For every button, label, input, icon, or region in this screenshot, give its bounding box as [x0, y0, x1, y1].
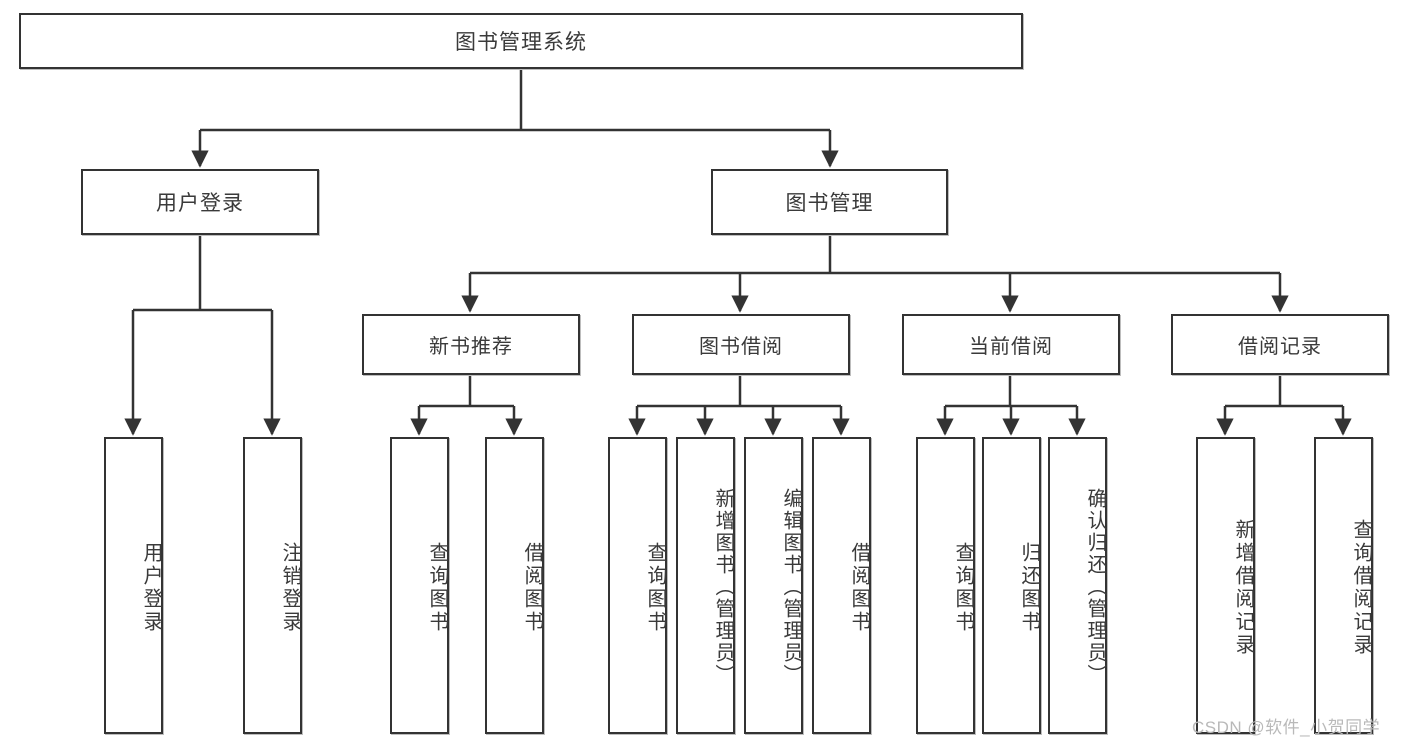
node-level1-用户登录-label: 用户登录 [156, 192, 244, 215]
node-level2-图书借阅[interactable]: 图书借阅 [632, 314, 850, 375]
node-leaf-3-label: 借阅图书 [521, 541, 543, 634]
node-leaf-7[interactable]: 借阅图书 [812, 437, 871, 734]
node-leaf-10-label: 确认归还（管理员） [1084, 487, 1106, 686]
node-level2-借阅记录-label: 借阅记录 [1238, 336, 1322, 358]
node-leaf-1-label: 注销登录 [279, 541, 301, 634]
node-level1-图书管理-label: 图书管理 [785, 192, 874, 215]
node-level2-新书推荐[interactable]: 新书推荐 [362, 314, 580, 375]
node-leaf-0[interactable]: 用户登录 [104, 437, 163, 734]
node-leaf-7-label: 借阅图书 [848, 541, 870, 634]
node-level2-当前借阅-label: 当前借阅 [969, 336, 1053, 358]
node-leaf-2-label: 查询图书 [426, 541, 448, 634]
node-leaf-11[interactable]: 新增借阅记录 [1196, 437, 1255, 734]
node-leaf-2[interactable]: 查询图书 [390, 437, 449, 734]
node-leaf-9-label: 归还图书 [1018, 541, 1040, 634]
node-root[interactable]: 图书管理系统 [19, 13, 1023, 69]
node-leaf-5[interactable]: 新增图书（管理员） [676, 437, 735, 734]
node-leaf-5-label: 新增图书（管理员） [712, 487, 734, 686]
node-level2-图书借阅-label: 图书借阅 [699, 336, 783, 358]
node-level2-当前借阅[interactable]: 当前借阅 [902, 314, 1120, 375]
node-level2-借阅记录[interactable]: 借阅记录 [1171, 314, 1389, 375]
node-level1-用户登录[interactable]: 用户登录 [81, 169, 319, 235]
node-level2-新书推荐-label: 新书推荐 [429, 336, 513, 358]
node-leaf-4[interactable]: 查询图书 [608, 437, 667, 734]
node-leaf-1[interactable]: 注销登录 [243, 437, 302, 734]
node-leaf-8-label: 查询图书 [952, 541, 974, 634]
node-leaf-10[interactable]: 确认归还（管理员） [1048, 437, 1107, 734]
node-leaf-12[interactable]: 查询借阅记录 [1314, 437, 1373, 734]
node-level1-图书管理[interactable]: 图书管理 [711, 169, 948, 235]
node-leaf-6-label: 编辑图书（管理员） [780, 487, 802, 686]
node-leaf-9[interactable]: 归还图书 [982, 437, 1041, 734]
node-leaf-0-label: 用户登录 [140, 541, 162, 634]
node-leaf-8[interactable]: 查询图书 [916, 437, 975, 734]
node-root-label: 图书管理系统 [455, 31, 587, 54]
node-leaf-3[interactable]: 借阅图书 [485, 437, 544, 734]
node-leaf-11-label: 新增借阅记录 [1232, 518, 1254, 657]
node-leaf-12-label: 查询借阅记录 [1350, 518, 1372, 657]
node-leaf-6[interactable]: 编辑图书（管理员） [744, 437, 803, 734]
node-leaf-4-label: 查询图书 [644, 541, 666, 634]
